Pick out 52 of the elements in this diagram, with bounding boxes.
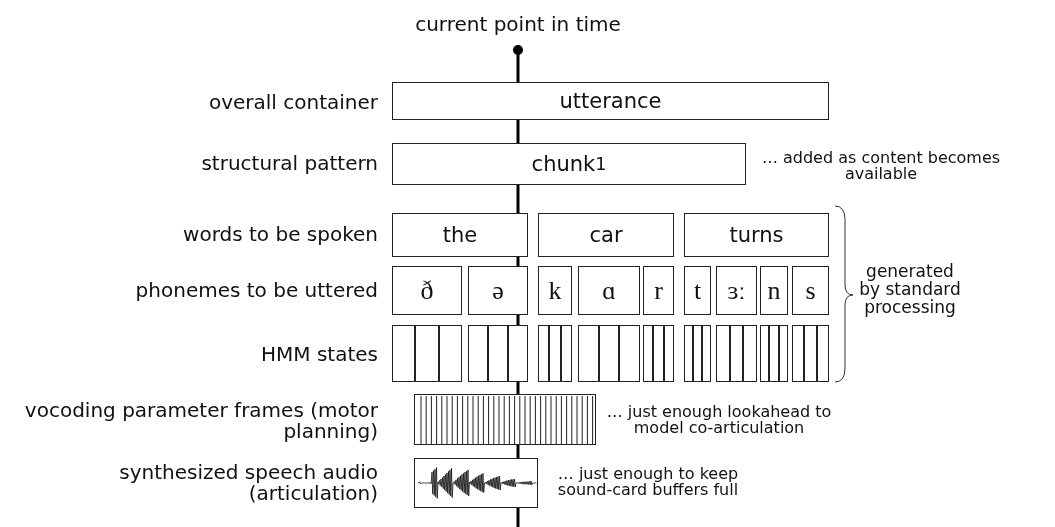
state-box: [778, 325, 788, 382]
phoneme-box: ɑ: [578, 266, 640, 315]
state-box: [684, 325, 693, 382]
word-box: turns: [684, 213, 829, 257]
state-box: [702, 325, 711, 382]
phoneme-box: r: [643, 266, 674, 315]
state-box: [468, 325, 488, 382]
utterance-box: utterance: [392, 82, 829, 120]
note-text: … added as content becomes available: [760, 150, 1002, 182]
row-label: structural pattern: [200, 153, 378, 174]
state-box: [792, 325, 805, 382]
state-box: [804, 325, 817, 382]
row-label: vocoding parameter frames (motor planning): [23, 400, 378, 442]
state-box: [549, 325, 561, 382]
word-box: car: [538, 213, 674, 257]
state-box: [653, 325, 664, 382]
phoneme-box: n: [760, 266, 788, 315]
note-text: generated by standard processing: [858, 262, 962, 316]
row-label: HMM states: [260, 344, 378, 365]
phoneme-box: ɜː: [716, 266, 757, 315]
row-label: words to be spoken: [182, 224, 378, 245]
phoneme-box: ð: [392, 266, 462, 315]
state-box: [643, 325, 654, 382]
state-box: [415, 325, 439, 382]
state-box: [438, 325, 462, 382]
phoneme-box: ə: [468, 266, 528, 315]
state-box: [693, 325, 702, 382]
state-box: [578, 325, 599, 382]
word-box: the: [392, 213, 528, 257]
state-box: [392, 325, 416, 382]
state-box: [743, 325, 757, 382]
state-box: [488, 325, 508, 382]
state-box: [619, 325, 640, 382]
phoneme-box: s: [792, 266, 829, 315]
state-box: [560, 325, 572, 382]
state-box: [769, 325, 779, 382]
state-box: [716, 325, 730, 382]
row-label: synthesized speech audio (articulation): [118, 462, 378, 504]
waveform-drawing: [414, 458, 538, 508]
phoneme-box: t: [684, 266, 711, 315]
row-label: phonemes to be uttered: [134, 280, 378, 301]
marker-caption: current point in time: [414, 14, 622, 35]
state-box: [508, 325, 528, 382]
state-box: [538, 325, 550, 382]
phoneme-box: k: [538, 266, 572, 315]
frame-strip-drawing: [414, 394, 596, 445]
row-label: overall container: [207, 92, 378, 113]
state-box: [760, 325, 770, 382]
note-text: … just enough lookahead to model co-articulation: [605, 404, 833, 436]
state-box: [663, 325, 674, 382]
note-text: … just enough to keep sound-card buffers full: [556, 466, 740, 498]
state-box: [598, 325, 620, 382]
